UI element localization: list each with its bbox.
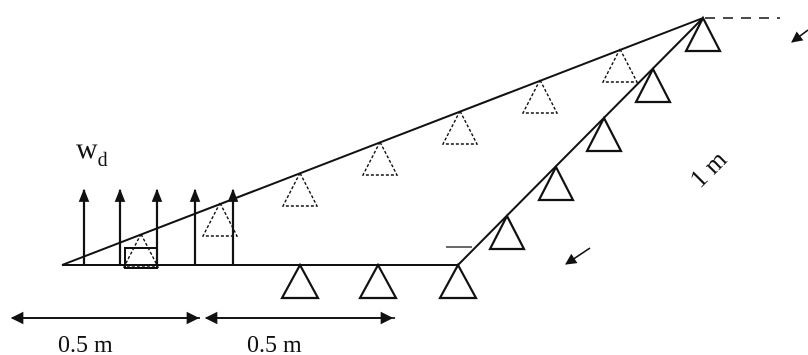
- top-chord: [61, 17, 704, 266]
- dashed-supports: [122, 47, 639, 269]
- bottom-right-arrow: [565, 247, 591, 265]
- pointer-arrows: [565, 29, 808, 265]
- top-right-arrow: [791, 29, 808, 43]
- load-subscript: d: [98, 149, 108, 171]
- base-box: [124, 247, 158, 269]
- bottom-supports: [280, 262, 478, 300]
- support-triangle: [488, 213, 526, 251]
- support-triangle: [634, 66, 672, 104]
- structure-lines: [61, 17, 780, 266]
- support-triangle: [280, 262, 320, 300]
- load-label: wd: [76, 132, 108, 171]
- support-triangle: [585, 115, 623, 153]
- load-symbol: w: [76, 132, 98, 165]
- support-triangle: [358, 262, 398, 300]
- slanted-side: [457, 17, 704, 266]
- dimension-label-1: 0.5 m: [58, 332, 113, 355]
- dimension-label-diagonal: 1 m: [684, 145, 733, 194]
- support-triangle: [537, 164, 575, 202]
- dimension-label-2: 0.5 m: [247, 332, 302, 355]
- support-triangle: [438, 262, 478, 300]
- support-triangle: [684, 15, 722, 53]
- load-arrows: [78, 188, 239, 265]
- slanted-supports: [488, 15, 722, 251]
